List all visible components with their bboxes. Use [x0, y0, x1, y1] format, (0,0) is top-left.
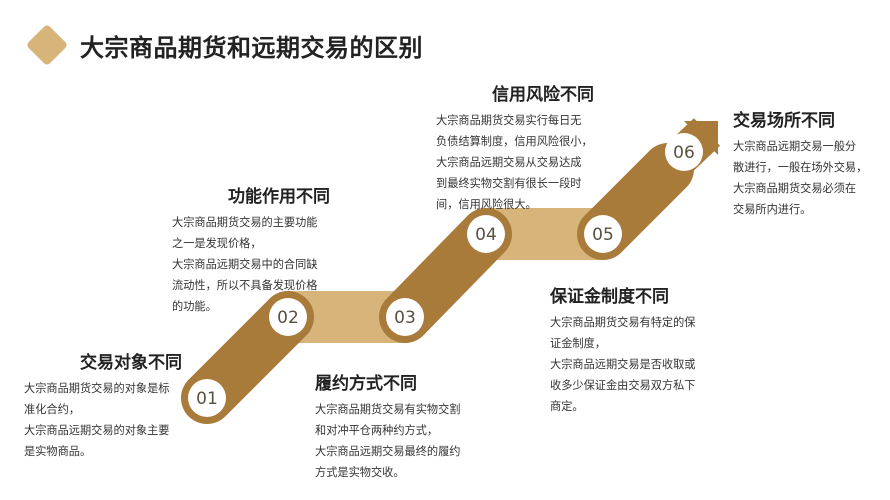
step-03-heading: 履约方式不同	[315, 374, 417, 394]
step-05-heading: 保证金制度不同	[550, 287, 669, 307]
step-02-desc-line: 之一是发现价格，	[172, 237, 262, 250]
step-06-desc-line: 散进行，一般在场外交易，	[733, 161, 868, 174]
step-06-text: 交易场所不同 大宗商品远期交易一般分 散进行，一般在场外交易， 大宗商品期货交易…	[733, 106, 883, 220]
step-06-desc-line: 大宗商品期货交易必须在	[733, 182, 857, 195]
step-03-desc-line: 大宗商品远期交易最终的履约	[315, 445, 461, 458]
step-01-desc-line: 准化合约，	[24, 403, 80, 416]
step-06-circle: 06	[665, 133, 703, 171]
step-02-text: 功能作用不同 大宗商品期货交易的主要功能 之一是发现价格， 大宗商品远期交易中的…	[172, 182, 362, 317]
step-06-desc-line: 大宗商品远期交易一般分	[733, 140, 857, 153]
step-03-text: 履约方式不同 大宗商品期货交易有实物交割 和对冲平仓两种约方式， 大宗商品远期交…	[315, 369, 500, 483]
step-03-desc-line: 和对冲平仓两种约方式，	[315, 424, 439, 437]
step-01-number: 01	[196, 389, 218, 409]
step-04-desc-line: 负债结算制度，信用风险很小，	[436, 135, 593, 148]
step-01-desc-line: 大宗商品期货交易的对象是标	[24, 382, 170, 395]
step-01-circle: 01	[188, 379, 226, 417]
page-title: 大宗商品期货和远期交易的区别	[80, 34, 423, 62]
step-01-desc-line: 大宗商品远期交易的对象主要	[24, 424, 170, 437]
step-04-circle: 04	[467, 215, 505, 253]
step-05-desc-line: 收多少保证金由交易双方私下	[550, 379, 696, 392]
step-03-desc-line: 方式是实物交收。	[315, 466, 405, 479]
step-04-desc-line: 到最终实物交割有很长一段时	[436, 177, 582, 190]
step-05-desc-line: 大宗商品期货交易有特定的保	[550, 316, 696, 329]
step-02-desc-line: 大宗商品远期交易中的合同缺	[172, 258, 318, 271]
step-04-number: 04	[475, 225, 497, 245]
step-02-desc-line: 大宗商品期货交易的主要功能	[172, 216, 318, 229]
step-06-desc-line: 交易所内进行。	[733, 203, 812, 216]
step-04-desc-line: 大宗商品远期交易从交易达成	[436, 156, 582, 169]
step-05-desc-line: 商定。	[550, 400, 584, 413]
step-02-circle: 02	[269, 298, 307, 336]
step-02-desc-line: 流动性，所以不具备发现价格	[172, 279, 318, 292]
step-05-circle: 05	[584, 215, 622, 253]
step-05-number: 05	[592, 225, 614, 245]
step-01-heading: 交易对象不同	[80, 353, 182, 373]
segment-01-02	[181, 291, 314, 424]
step-01-text: 交易对象不同 大宗商品期货交易的对象是标 准化合约， 大宗商品远期交易的对象主要…	[24, 348, 199, 462]
step-06-heading: 交易场所不同	[733, 111, 835, 131]
step-04-desc-line: 间，信用风险很大。	[436, 198, 537, 211]
step-06-number: 06	[673, 143, 695, 163]
step-04-heading: 信用风险不同	[492, 85, 594, 105]
step-03-desc-line: 大宗商品期货交易有实物交割	[315, 403, 461, 416]
segment-03-04	[379, 208, 512, 343]
step-01-desc-line: 是实物商品。	[24, 445, 92, 458]
step-05-desc-line: 大宗商品远期交易是否收取或	[550, 358, 696, 371]
step-03-circle: 03	[386, 298, 424, 336]
step-02-number: 02	[277, 308, 299, 328]
step-03-number: 03	[394, 308, 416, 328]
step-02-desc-line: 的功能。	[172, 300, 217, 313]
step-04-desc-line: 大宗商品期货交易实行每日无	[436, 114, 582, 127]
step-05-desc-line: 证金制度，	[550, 337, 606, 350]
step-04-text: 信用风险不同 大宗商品期货交易实行每日无 负债结算制度，信用风险很小， 大宗商品…	[436, 80, 611, 215]
step-02-heading: 功能作用不同	[228, 187, 330, 207]
step-05-text: 保证金制度不同 大宗商品期货交易有特定的保 证金制度， 大宗商品远期交易是否收取…	[550, 282, 725, 417]
